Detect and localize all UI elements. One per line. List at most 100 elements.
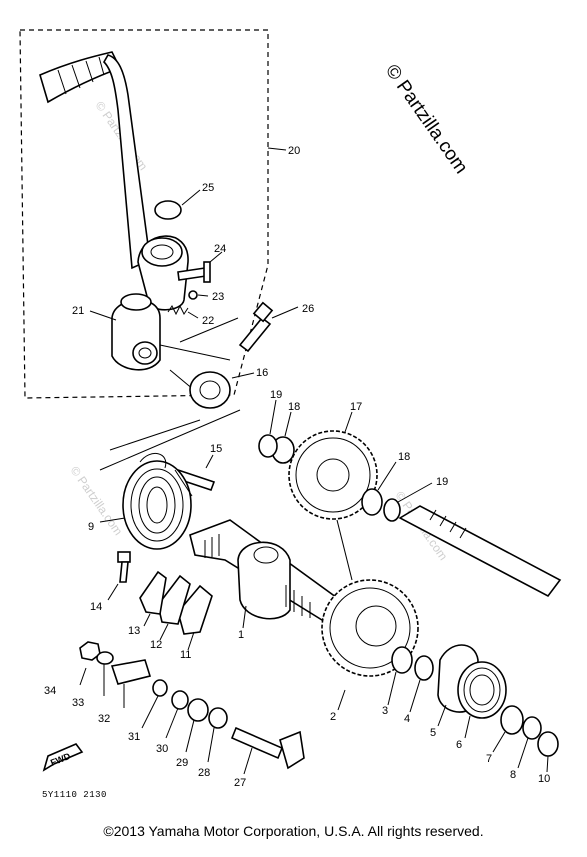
part-23-ball bbox=[188, 290, 198, 300]
callout-19-right: 19 bbox=[436, 476, 448, 488]
leader-20 bbox=[267, 147, 287, 151]
leader-9 bbox=[99, 517, 126, 523]
callout-4: 4 bbox=[404, 713, 410, 725]
leader-26 bbox=[271, 306, 299, 319]
leader-12 bbox=[159, 623, 169, 641]
idler-shaft bbox=[398, 505, 562, 598]
leader-30 bbox=[165, 707, 179, 739]
callout-6: 6 bbox=[456, 739, 462, 751]
part-31-ring bbox=[152, 679, 168, 697]
callout-12: 12 bbox=[150, 639, 162, 651]
callout-24: 24 bbox=[214, 243, 226, 255]
part-26-bolt bbox=[238, 301, 274, 353]
gear-mesh-line bbox=[336, 519, 353, 581]
part-8-circlip bbox=[522, 716, 542, 740]
callout-2: 2 bbox=[330, 711, 336, 723]
part-9-torsion-spring bbox=[122, 453, 193, 550]
callout-8: 8 bbox=[510, 769, 516, 781]
part-18-washer-right bbox=[361, 488, 383, 516]
leader-19-upper bbox=[269, 399, 277, 435]
leader-22 bbox=[187, 311, 199, 319]
part-28-seal bbox=[208, 707, 228, 729]
part-32-lever bbox=[110, 659, 152, 685]
part-16-oil-seal bbox=[189, 371, 231, 409]
leader-11 bbox=[187, 631, 195, 651]
part-19-circlip-right bbox=[383, 498, 401, 522]
part-27-shaft bbox=[230, 726, 284, 760]
leader-17 bbox=[344, 411, 353, 433]
callout-10: 10 bbox=[538, 773, 550, 785]
callout-16: 16 bbox=[256, 367, 268, 379]
part-33-washer bbox=[96, 651, 114, 665]
callout-23: 23 bbox=[212, 291, 224, 303]
leader-16 bbox=[231, 372, 255, 379]
callout-34: 34 bbox=[44, 685, 56, 697]
leader-34 bbox=[79, 667, 87, 686]
part-1-kick-axle bbox=[189, 519, 342, 622]
leader-29 bbox=[185, 719, 195, 753]
part-13-plate bbox=[139, 570, 167, 615]
callout-29: 29 bbox=[176, 757, 188, 769]
leader-2 bbox=[337, 689, 346, 711]
kick-arm-assembly-box bbox=[19, 29, 269, 399]
part-6-spring bbox=[457, 661, 507, 719]
callout-1: 1 bbox=[238, 629, 244, 641]
leader-14 bbox=[107, 583, 119, 601]
leader-8 bbox=[517, 737, 529, 769]
part-7-washer bbox=[500, 705, 524, 735]
leader-18-right bbox=[377, 461, 397, 491]
callout-22: 22 bbox=[202, 315, 214, 327]
callout-26: 26 bbox=[302, 303, 314, 315]
leader-28 bbox=[207, 727, 215, 763]
part-14-bolt bbox=[117, 551, 131, 583]
callout-19-upper: 19 bbox=[270, 389, 282, 401]
leader-31 bbox=[141, 695, 159, 729]
leader-24 bbox=[209, 251, 223, 263]
part-17-gear bbox=[288, 430, 378, 520]
part-19-circlip-upper bbox=[258, 434, 278, 458]
callout-28: 28 bbox=[198, 767, 210, 779]
part-27-head bbox=[279, 730, 305, 770]
part-3-washer bbox=[391, 646, 413, 674]
part-12-plate bbox=[157, 574, 191, 625]
leader-3 bbox=[387, 671, 397, 706]
leader-19-right bbox=[397, 482, 433, 503]
callout-17: 17 bbox=[350, 401, 362, 413]
callout-3: 3 bbox=[382, 705, 388, 717]
callout-11: 11 bbox=[180, 649, 191, 661]
fwd-arrow-icon: FWD bbox=[42, 743, 84, 772]
leader-27 bbox=[243, 747, 253, 775]
callout-30: 30 bbox=[156, 743, 168, 755]
callout-7: 7 bbox=[486, 753, 492, 765]
leader-15 bbox=[205, 454, 214, 469]
leader-23 bbox=[197, 294, 209, 297]
callout-32: 32 bbox=[98, 713, 110, 725]
callout-5: 5 bbox=[430, 727, 436, 739]
part-10-washer bbox=[537, 731, 559, 757]
callout-20: 20 bbox=[288, 145, 300, 157]
callout-18-upper: 18 bbox=[288, 401, 300, 413]
callout-21: 21 bbox=[72, 305, 84, 317]
leader-6 bbox=[464, 715, 471, 739]
part-4-circlip bbox=[414, 655, 434, 681]
part-11-plate bbox=[177, 584, 213, 635]
part-22-spring bbox=[167, 304, 189, 316]
part-29-washer bbox=[187, 698, 209, 722]
callout-13: 13 bbox=[128, 625, 140, 637]
faint-watermark-2: © Partzilla.com bbox=[68, 464, 126, 538]
part-25-cap bbox=[154, 200, 182, 220]
leader-21 bbox=[89, 310, 117, 321]
callout-15: 15 bbox=[210, 443, 222, 455]
leader-4 bbox=[409, 679, 421, 713]
callout-25: 25 bbox=[202, 182, 214, 194]
part-30-washer bbox=[171, 690, 189, 710]
kick-crank-arm bbox=[39, 51, 189, 311]
callout-14: 14 bbox=[90, 601, 102, 613]
callout-18-right: 18 bbox=[398, 451, 410, 463]
diagram-code: 5Y1110 2130 bbox=[42, 790, 107, 800]
leader-13 bbox=[143, 613, 151, 627]
leader-10 bbox=[546, 755, 549, 773]
copyright-notice: ©2013 Yamaha Motor Corporation, U.S.A. A… bbox=[103, 823, 484, 839]
